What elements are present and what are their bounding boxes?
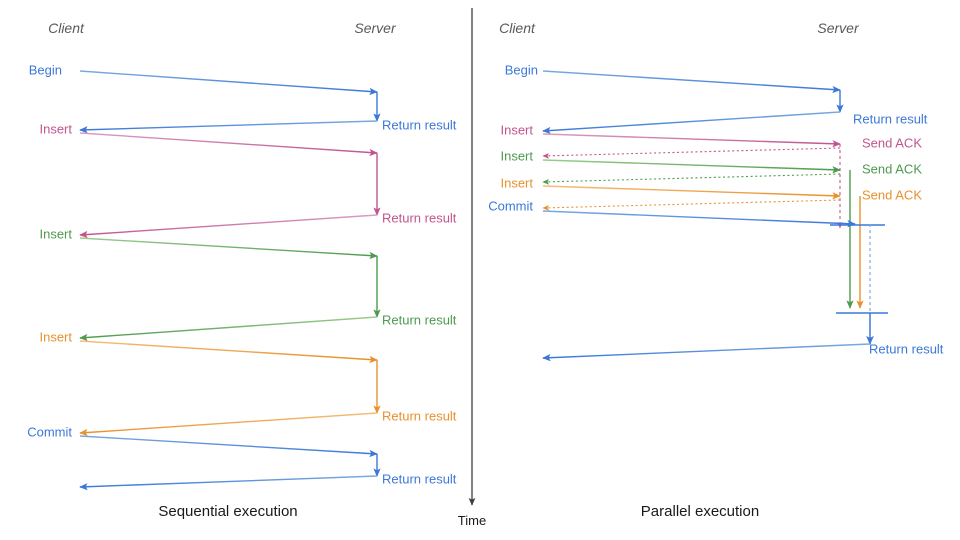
- server-lifeline-header: Server: [817, 20, 860, 36]
- ack-arrow: [542, 199, 841, 211]
- client-message-label: Insert: [39, 226, 72, 241]
- client-message-label: Insert: [500, 175, 533, 190]
- server-message-label: Return result: [382, 471, 457, 486]
- response-arrow: [79, 214, 378, 239]
- request-arrow: [79, 132, 378, 157]
- response-arrow: [79, 412, 378, 437]
- client-lifeline-header: Client: [499, 20, 536, 36]
- request-arrow: [542, 133, 841, 148]
- client-message-label: Insert: [39, 121, 72, 136]
- client-message-label: Begin: [505, 62, 538, 77]
- response-arrow: [79, 316, 378, 342]
- client-message-label: Insert: [500, 122, 533, 137]
- request-arrow: [79, 70, 378, 96]
- server-message-label: Return result: [853, 111, 928, 126]
- request-arrow: [542, 70, 841, 94]
- request-arrow: [542, 185, 841, 200]
- client-lifeline-header: Client: [48, 20, 85, 36]
- server-lifeline-header: Server: [354, 20, 397, 36]
- commit-response-arrow: [542, 343, 871, 362]
- request-arrow: [79, 237, 378, 260]
- time-axis-label: Time: [458, 513, 486, 528]
- client-message-label: Insert: [500, 148, 533, 163]
- panel-caption: Sequential execution: [158, 503, 297, 520]
- client-message-label: Begin: [29, 62, 62, 77]
- server-message-label: Return result: [869, 341, 944, 356]
- ack-arrow: [542, 147, 841, 159]
- request-arrow: [79, 340, 378, 364]
- commit-request-arrow: [542, 210, 856, 228]
- server-message-label: Return result: [382, 210, 457, 225]
- client-message-label: Commit: [27, 424, 72, 439]
- client-message-label: Insert: [39, 329, 72, 344]
- response-arrow: [79, 475, 378, 491]
- request-arrow: [542, 159, 841, 174]
- server-message-label: Return result: [382, 117, 457, 132]
- panel-caption: Parallel execution: [641, 503, 759, 520]
- ack-arrow: [542, 173, 841, 185]
- response-arrow: [542, 111, 841, 135]
- response-arrow: [79, 120, 378, 134]
- request-arrow: [79, 435, 378, 458]
- server-message-label: Send ACK: [862, 135, 922, 150]
- server-message-label: Return result: [382, 408, 457, 423]
- client-message-label: Commit: [488, 198, 533, 213]
- server-message-label: Return result: [382, 312, 457, 327]
- server-message-label: Send ACK: [862, 161, 922, 176]
- server-message-label: Send ACK: [862, 187, 922, 202]
